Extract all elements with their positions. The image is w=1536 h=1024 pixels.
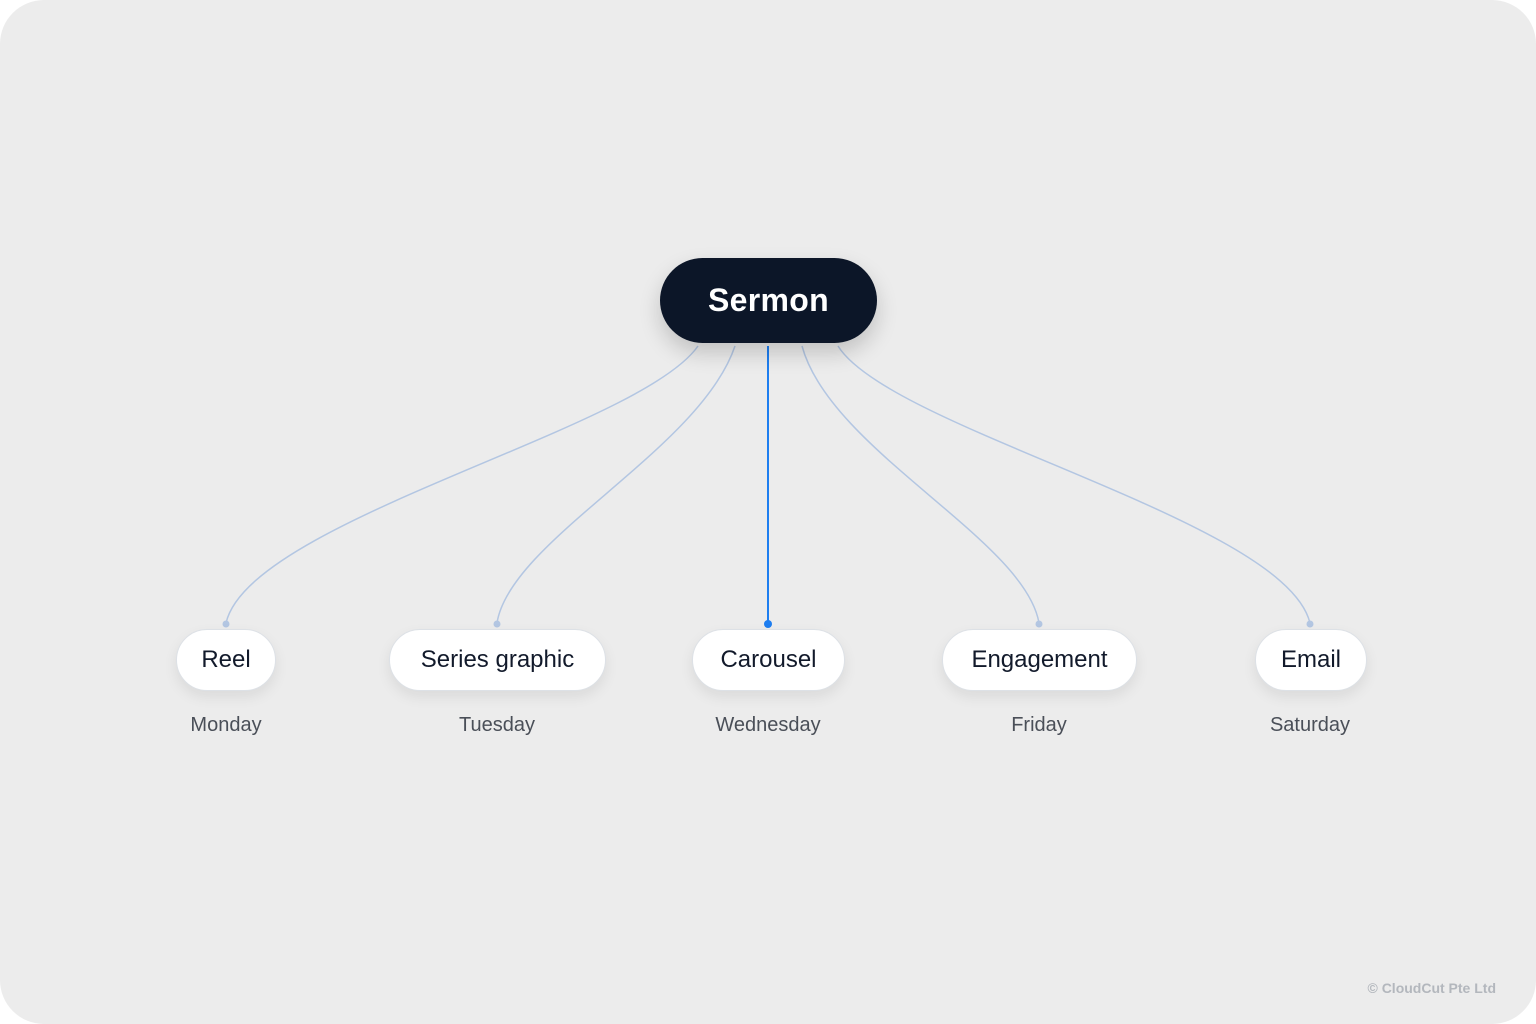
connector-dot-series-graphic [493, 620, 501, 628]
root-node-sermon[interactable]: Sermon [660, 258, 877, 343]
child-node-carousel[interactable]: Carousel [692, 629, 845, 691]
connector-dot-carousel [764, 620, 772, 628]
day-label-reel: Monday [190, 714, 262, 736]
connector-series-graphic [496, 345, 736, 624]
child-node-engagement[interactable]: Engagement [942, 629, 1137, 691]
day-label-email: Saturday [1269, 714, 1351, 736]
connector-email [837, 345, 1311, 624]
day-label-engagement: Friday [1011, 714, 1067, 736]
child-node-series-graphic[interactable]: Series graphic [389, 629, 606, 691]
connector-engagement [801, 345, 1040, 624]
connector-dot-reel [222, 620, 230, 628]
copyright-notice: © CloudCut Pte Ltd [1367, 980, 1496, 996]
connector-dot-engagement [1035, 620, 1043, 628]
day-label-series-graphic: Tuesday [459, 714, 535, 736]
connector-dot-email [1306, 620, 1314, 628]
child-node-email[interactable]: Email [1255, 629, 1367, 691]
day-label-carousel: Wednesday [715, 714, 821, 736]
child-node-reel[interactable]: Reel [176, 629, 276, 691]
connector-reel [225, 345, 699, 624]
